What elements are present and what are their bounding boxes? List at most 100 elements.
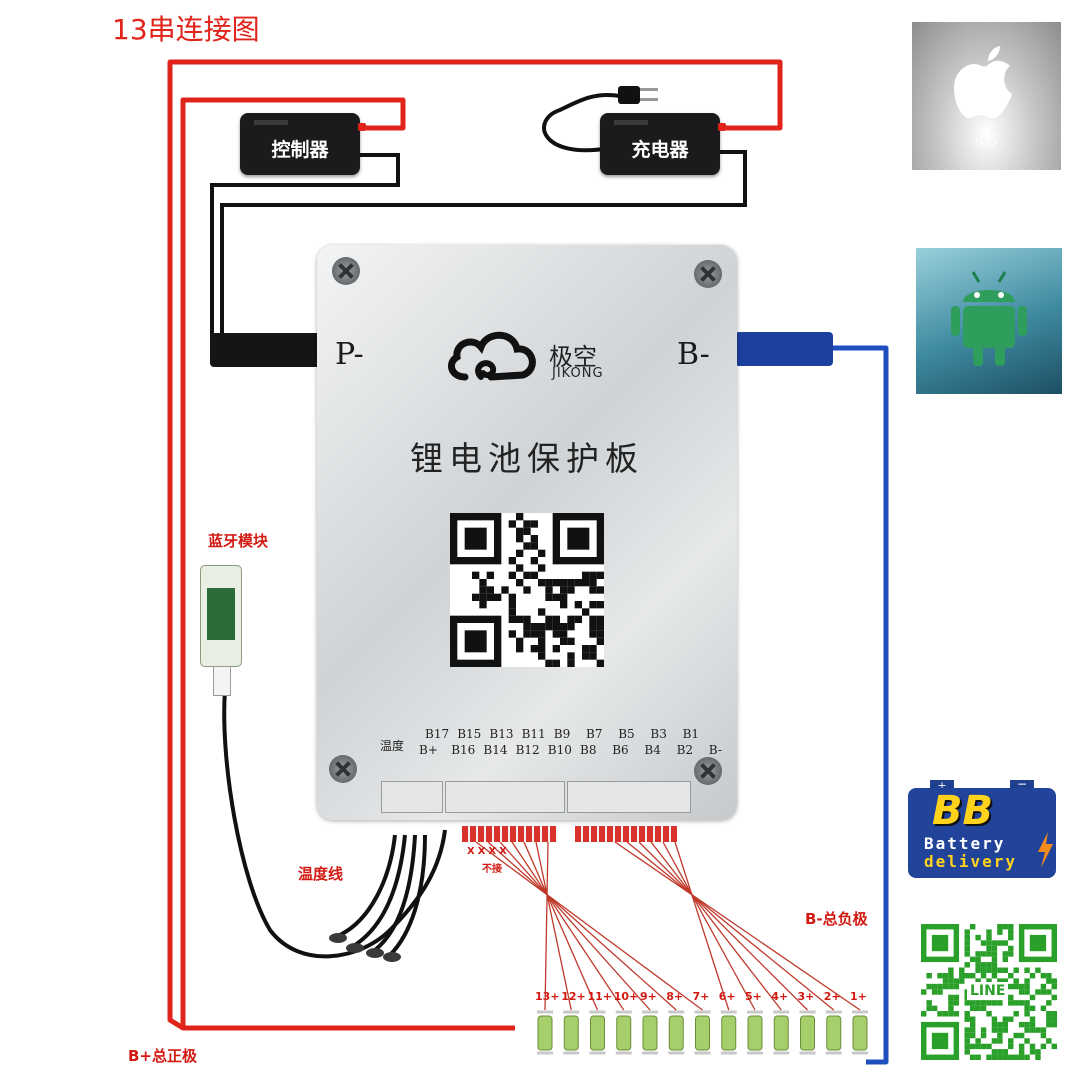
qr-module [516,564,524,572]
qr-module [552,623,560,631]
qr-module [991,1016,998,1022]
qr-module [479,593,487,601]
qr-module [997,1054,1003,1060]
qr-module [1046,1038,1052,1044]
qr-module [931,983,938,990]
qr-module [596,571,604,579]
qr-module [926,983,932,990]
qr-module [538,637,546,645]
qr-module [1040,1032,1047,1039]
qr-module [980,1032,987,1039]
qr-module [1002,924,1009,930]
controller-slot [254,120,288,125]
qr-module [1008,994,1014,1001]
qr-module [523,623,531,631]
cell-label: 10+ [613,990,639,1003]
sense-wire [650,841,782,1011]
qr-module [964,940,970,946]
qr-module [1018,989,1025,995]
ios-app-tile[interactable]: iOS [912,22,1061,170]
qr-module [1008,929,1014,935]
qr-module [508,615,516,623]
qr-module [969,1000,976,1006]
qr-module [1029,1049,1036,1055]
qr-module [959,967,965,973]
qr-module [948,1011,954,1017]
qr-module [1051,1043,1057,1050]
controller-box: 控制器 [240,113,366,175]
qr-module [589,571,597,579]
screw-icon [694,260,722,288]
screw-icon [332,257,360,285]
qr-module [926,1000,932,1006]
qr-module [1008,983,1014,990]
not-connected-label: 不接 [482,864,502,875]
qr-module [964,1038,970,1044]
sense-wire [523,841,599,1011]
qr-module [560,623,568,631]
qr-module [1024,978,1030,984]
qr-module [530,557,538,565]
qr-module [964,1049,970,1055]
qr-module [975,934,981,941]
battery-cell [800,1015,815,1051]
qr-module [991,1021,998,1028]
qr-module [1013,1054,1019,1060]
qr-module [964,945,970,952]
qr-module [1040,989,1047,995]
pin-label: B14 [483,743,508,757]
pin-label: B4 [644,743,661,757]
battery-cell [721,1015,737,1051]
qr-module [942,1011,949,1017]
qr-module [1002,951,1009,957]
qr-module [975,1054,981,1060]
qr-module [997,967,1003,973]
qr-module [991,972,998,979]
qr-module [969,956,976,963]
qr-module [567,586,575,594]
qr-module [582,571,590,579]
qr-module [1046,978,1052,984]
qr-module [1008,1043,1014,1050]
screw-icon [329,755,357,783]
qr-module [1035,967,1041,973]
qr-module [986,967,992,973]
pin-label: B6 [612,743,629,757]
b-minus-cable [735,332,833,366]
qr-module [552,630,560,638]
qr-module [1040,972,1047,979]
qr-module [523,586,531,594]
qr-module [969,1032,976,1039]
qr-module [508,557,516,565]
battery-cell [563,1015,579,1051]
qr-module [545,623,553,631]
battery-cell [695,1015,710,1051]
qr-module [997,978,1003,984]
pin-label: B1 [682,727,700,741]
qr-module [472,571,480,579]
pin-label: B15 [457,727,482,741]
p-minus-cable [210,333,320,367]
sense-wire [499,841,651,1011]
pin-label: B13 [489,727,514,741]
qr-module [1046,989,1052,995]
qr-module [530,535,538,543]
battery-cell [590,1015,605,1051]
pin-label: B- [708,743,722,757]
qr-module [980,967,987,973]
battery-cell [773,1015,789,1051]
qr-module [1029,1043,1036,1050]
qr-module [1013,983,1019,990]
qr-module [969,1054,976,1060]
balance-connector-2 [567,781,691,813]
line-qr-code[interactable]: LINE [921,924,1057,1060]
qr-module [538,652,546,660]
qr-module [516,535,524,543]
qr-module [508,571,516,579]
qr-module [1040,1005,1047,1012]
qr-module [931,1005,938,1012]
android-app-tile[interactable] [916,248,1062,394]
qr-module [1029,994,1036,1001]
bb-battery-delivery-logo[interactable]: + − BB Battery delivery [906,777,1058,880]
qr-module [964,962,970,968]
